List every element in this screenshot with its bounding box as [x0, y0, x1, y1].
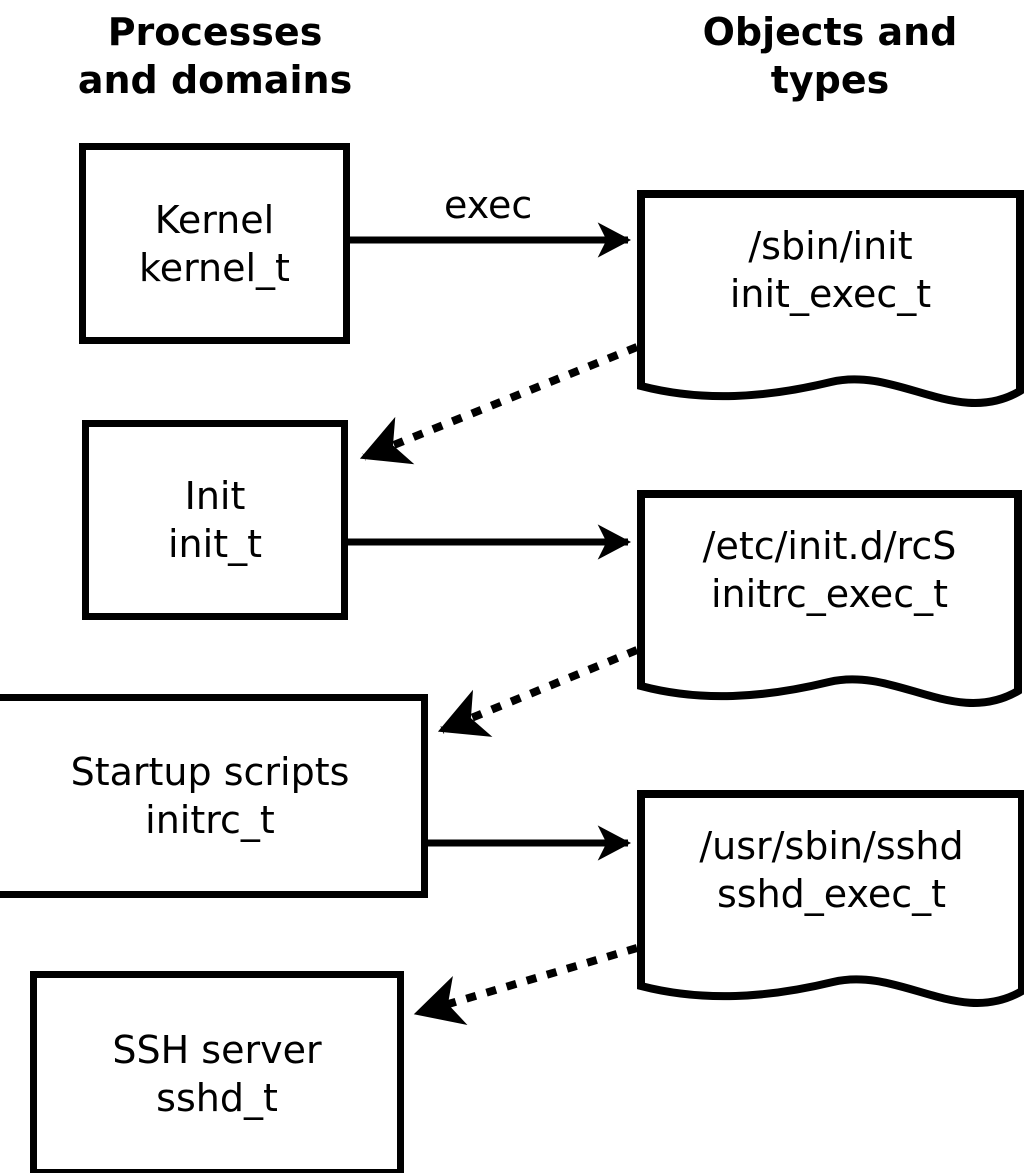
edge-initrc-exec-to-initrc-domain — [437, 646, 639, 737]
object-node-sshd-exec-path: /usr/sbin/sshd — [699, 824, 964, 868]
column-header-objects: Objects and types — [702, 10, 958, 102]
object-node-init-exec-type: init_exec_t — [729, 272, 932, 316]
process-node-kernel[interactable]: Kernel kernel_t — [79, 143, 350, 344]
process-node-startup-scripts[interactable]: Startup scripts initrc_t — [0, 694, 428, 898]
object-node-initrc-exec-type: initrc_exec_t — [711, 572, 948, 616]
object-node-init-exec-path: /sbin/init — [748, 224, 913, 268]
process-node-init[interactable]: Init init_t — [82, 420, 348, 620]
process-node-init-name: Init — [184, 474, 246, 518]
column-header-processes: Processes and domains — [77, 10, 353, 102]
edge-sshd-exec-to-sshd-domain — [413, 944, 639, 1025]
object-node-initrc-exec-path: /etc/init.d/rcS — [702, 524, 957, 568]
process-node-ssh-server[interactable]: SSH server sshd_t — [30, 971, 404, 1173]
object-node-sshd-exec-type: sshd_exec_t — [716, 872, 946, 916]
object-node-sshd-exec[interactable]: /usr/sbin/sshd sshd_exec_t — [637, 790, 1024, 1025]
object-node-init-exec[interactable]: /sbin/init init_exec_t — [637, 190, 1024, 425]
process-node-kernel-type: kernel_t — [139, 245, 290, 290]
edge-label-exec: exec — [444, 183, 533, 227]
process-node-ssh-server-type: sshd_t — [156, 1075, 278, 1120]
process-node-kernel-name: Kernel — [154, 197, 275, 242]
edge-init-exec-to-init-domain — [359, 343, 639, 465]
process-node-ssh-server-name: SSH server — [112, 1027, 322, 1072]
process-node-startup-scripts-name: Startup scripts — [70, 750, 350, 794]
process-node-init-type: init_t — [168, 522, 262, 566]
process-node-startup-scripts-type: initrc_t — [145, 798, 275, 842]
object-node-initrc-exec[interactable]: /etc/init.d/rcS initrc_exec_t — [637, 490, 1022, 725]
